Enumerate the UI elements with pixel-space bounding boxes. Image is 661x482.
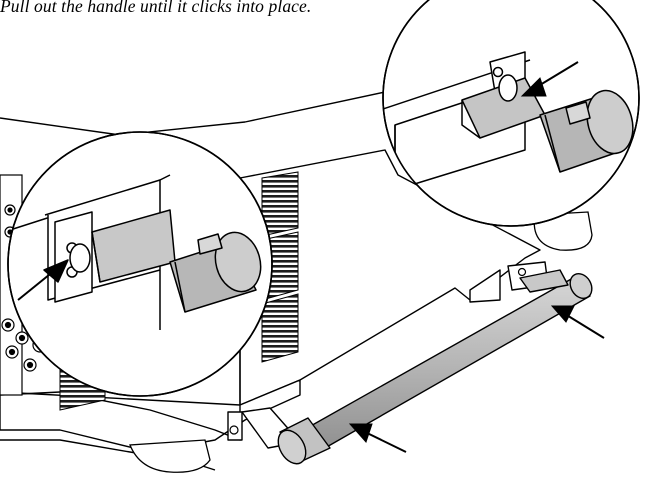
instruction-caption: Pull out the handle until it clicks into…: [0, 0, 312, 16]
pointer-arrows: [348, 61, 605, 453]
detail-circle-left: [7, 131, 273, 397]
carry-handle: [227, 261, 593, 465]
detail-circle-right: [382, 0, 640, 227]
handle-mount: [229, 267, 527, 435]
